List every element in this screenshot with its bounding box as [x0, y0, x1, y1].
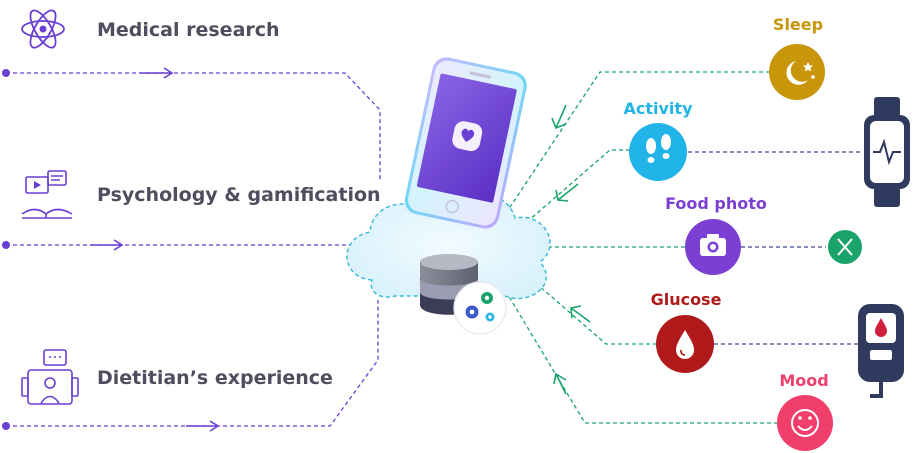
arrow-left-icon: [551, 104, 567, 130]
connector-mood: [507, 294, 778, 424]
glucometer-icon: [858, 304, 904, 398]
footprints-icon: [646, 134, 671, 163]
connector-dot: [2, 422, 10, 430]
heartbeat-icon: [873, 138, 901, 166]
arrow-right-icon: [90, 239, 124, 251]
right-arrows: [551, 104, 591, 395]
label-dietitian-experience: Dietitian’s experience: [97, 367, 333, 389]
gears-badge: [453, 281, 507, 335]
label-sleep: Sleep: [772, 15, 824, 34]
glucose-badge: [656, 315, 714, 373]
connector-dietitian: [6, 300, 379, 427]
device-connectors: [688, 151, 860, 345]
camera-icon: [700, 234, 726, 256]
label-medical-research: Medical research: [97, 19, 280, 41]
fork-knife-badge: [828, 230, 862, 264]
smartphone-icon: [404, 57, 527, 229]
connector-dot: [2, 241, 10, 249]
arrow-left-icon: [553, 372, 567, 395]
connector-glucose: [529, 277, 657, 345]
food-photo-badge: [685, 219, 741, 275]
smiley-icon: [791, 409, 819, 437]
arrow-left-icon: [555, 183, 579, 202]
connector-medical-research: [6, 72, 381, 180]
star-icon: [803, 62, 813, 72]
activity-badge: [629, 123, 687, 181]
arrow-right-icon: [186, 420, 220, 432]
left-connector-ends: [2, 69, 10, 430]
left-arrows: [90, 67, 220, 432]
cloud-shape: [346, 189, 551, 300]
gear-icon: [485, 312, 495, 322]
arrow-right-icon: [140, 67, 174, 79]
connector-sleep: [507, 71, 770, 211]
chat-book-icon: [21, 170, 73, 219]
smartwatch-icon: [864, 97, 910, 207]
label-food-photo: Food photo: [665, 194, 767, 213]
connector-activity: [519, 149, 630, 229]
label-mood: Mood: [779, 371, 829, 390]
fork-knife-icon: [837, 238, 853, 256]
gear-icon: [481, 292, 493, 304]
mood-badge: [777, 395, 833, 451]
atom-icon: [21, 9, 65, 49]
connector-dot: [2, 69, 10, 77]
video-call-icon: [21, 349, 79, 405]
gear-icon: [465, 305, 479, 319]
label-glucose: Glucose: [650, 290, 722, 309]
moon-icon: [786, 61, 808, 85]
arrow-left-icon: [570, 305, 591, 323]
heart-icon: [461, 128, 475, 142]
sleep-badge: [769, 44, 825, 100]
left-connectors: [6, 72, 381, 427]
label-activity: Activity: [623, 99, 693, 118]
right-connectors: [507, 71, 778, 424]
label-psychology-gamification: Psychology & gamification: [97, 184, 381, 206]
